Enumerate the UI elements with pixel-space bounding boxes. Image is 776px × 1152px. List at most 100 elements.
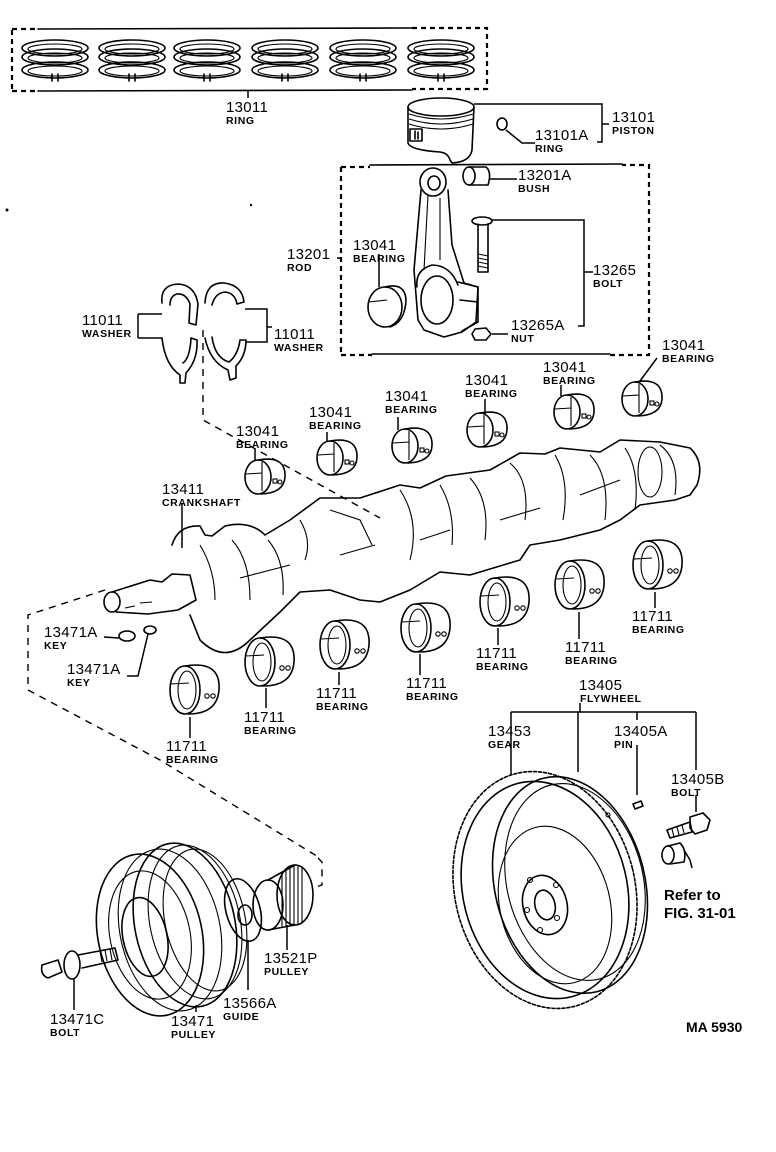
part-name: BEARING (406, 691, 459, 703)
reference-note: Refer to FIG. 31-01 (664, 887, 736, 923)
label-pulley-bolt: 13471C BOLT (50, 1012, 104, 1039)
part-number: 13471A (44, 624, 98, 641)
part-name: WASHER (274, 342, 324, 354)
label-lower-bearing-7: 11711 BEARING (632, 609, 685, 636)
label-gear: 13453 GEAR (488, 724, 531, 751)
part-number: 11011 (82, 312, 123, 329)
part-number: 11711 (316, 685, 357, 702)
label-piston: 13101 PISTON (612, 110, 655, 137)
label-washer-right: 11011 WASHER (274, 327, 324, 354)
part-name: WASHER (82, 328, 132, 340)
part-number: 13201A (518, 167, 572, 184)
flywheel-drawing (452, 770, 649, 1010)
rod-bush-drawing (462, 166, 517, 186)
label-key-2: 13471A KEY (67, 662, 121, 689)
part-number: 13041 (385, 388, 429, 405)
part-name: BEARING (565, 655, 618, 667)
bearing-shell (479, 576, 530, 645)
flywheel-pin-drawing (632, 800, 644, 810)
part-name: BEARING (543, 375, 596, 387)
label-washer-left: 11011 WASHER (82, 313, 132, 340)
part-number: 11711 (406, 675, 447, 692)
bearing-shell (554, 559, 605, 639)
keys-drawing (103, 625, 157, 677)
ring-stack (98, 39, 166, 82)
part-number: 13405A (614, 723, 668, 740)
part-number: 11711 (166, 738, 207, 755)
figure-code: MA 5930 (686, 1019, 743, 1035)
part-number: 13521P (264, 950, 318, 967)
part-number: 13471C (50, 1011, 105, 1028)
part-number: 11711 (632, 608, 673, 625)
part-number: 11711 (244, 709, 285, 726)
label-bush: 13201A BUSH (518, 168, 572, 195)
label-lower-bearing-6: 11711 BEARING (565, 640, 618, 667)
label-upper-bearing-1: 13041 BEARING (236, 424, 289, 451)
part-name: BEARING (385, 404, 438, 416)
piston-rings (21, 39, 475, 82)
bearing-shell (244, 448, 286, 495)
guide-drawing (223, 877, 263, 990)
part-name: NUT (511, 333, 535, 345)
label-rod-bolt: 13265 BOLT (593, 263, 636, 290)
piston-ring-small (496, 117, 535, 144)
bearing-shell (632, 539, 683, 608)
rod-bearing-drawing (367, 254, 407, 328)
bearing-shell (391, 417, 433, 464)
part-number: 13405B (671, 771, 725, 788)
ring-stack (251, 39, 319, 82)
part-number: 13471A (67, 661, 121, 678)
part-name: BEARING (244, 725, 297, 737)
label-upper-bearing-2: 13041 BEARING (309, 405, 362, 432)
label-rod-bearing: 13041 BEARING (353, 238, 406, 265)
part-name: BOLT (593, 278, 624, 290)
bushing-drawing (661, 842, 686, 865)
label-guide: 13566A GUIDE (223, 996, 277, 1023)
part-number: 13101 (612, 109, 656, 126)
label-upper-bearing-6: 13041 BEARING (662, 338, 715, 365)
part-number: 13201 (287, 246, 331, 263)
part-name: PULLEY (264, 966, 310, 978)
part-number: 13101A (535, 127, 589, 144)
label-upper-bearing-5: 13041 BEARING (543, 360, 596, 387)
part-name: KEY (44, 640, 68, 652)
part-name: PULLEY (171, 1029, 217, 1041)
bearing-shell (169, 664, 220, 738)
part-number: 13041 (543, 359, 587, 376)
thrust-washers (137, 282, 381, 519)
label-lower-bearing-2: 11711 BEARING (244, 710, 297, 737)
part-number: 13041 (465, 372, 509, 389)
label-lower-bearing-5: 11711 BEARING (476, 646, 529, 673)
ring-stack (173, 39, 241, 82)
part-number: 13041 (353, 237, 397, 254)
part-name: PISTON (612, 125, 655, 137)
rod-bolt-drawing (471, 216, 593, 327)
part-number: 13041 (309, 404, 353, 421)
part-number: 13041 (236, 423, 280, 440)
label-timing-pulley: 13521P PULLEY (264, 951, 318, 978)
ring-stack (407, 39, 475, 82)
bearing-shell (316, 432, 358, 476)
part-name: BEARING (353, 253, 406, 265)
part-number: 13471 (171, 1013, 215, 1030)
label-piston-ring: 13101A RING (535, 128, 589, 155)
scan-mark (5, 208, 9, 212)
part-name: BEARING (316, 701, 369, 713)
ring-stack (329, 39, 397, 82)
part-number: 13411 (162, 481, 205, 498)
part-number: 13453 (488, 723, 532, 740)
part-name: BUSH (518, 183, 551, 195)
label-key-1: 13471A KEY (44, 625, 98, 652)
part-number: 11711 (565, 639, 606, 656)
part-name: BEARING (476, 661, 529, 673)
part-name: RING (226, 115, 255, 127)
label-lower-bearing-1: 11711 BEARING (166, 739, 219, 766)
rod-group (337, 163, 651, 357)
bearing-shell (244, 636, 295, 708)
connecting-rod-drawing (413, 167, 479, 338)
label-upper-bearing-4: 13041 BEARING (465, 373, 518, 400)
part-name: GEAR (488, 739, 521, 751)
crankshaft-drawing (27, 439, 701, 859)
label-rod-nut: 13265A NUT (511, 318, 565, 345)
